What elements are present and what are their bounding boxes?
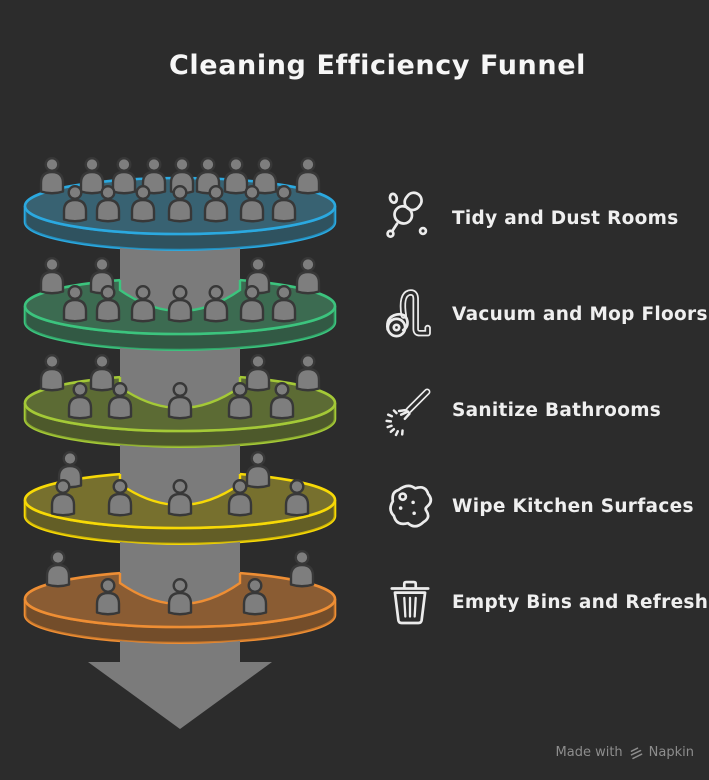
made-with-text: Made with: [555, 745, 623, 760]
scrub-brush-icon: [385, 388, 431, 437]
person-figure: [79, 156, 105, 195]
brand-text: Napkin: [648, 745, 694, 760]
step-label: Empty Bins and Refresh: [452, 591, 709, 613]
step-label: Sanitize Bathrooms: [452, 399, 662, 421]
person-figure: [295, 354, 321, 392]
vacuum-icon: [386, 289, 431, 338]
step-label: Tidy and Dust Rooms: [452, 207, 679, 229]
funnel-step-row-5: Empty Bins and Refresh: [383, 566, 708, 638]
funnel-step-row-3: Sanitize Bathrooms: [383, 374, 661, 446]
person-figure: [295, 156, 321, 195]
napkin-credit[interactable]: Made with Napkin: [556, 745, 694, 760]
step-label: Wipe Kitchen Surfaces: [452, 495, 694, 517]
person-figure: [111, 156, 137, 195]
person-figure: [223, 156, 249, 195]
funnel-step-row-4: Wipe Kitchen Surfaces: [383, 470, 694, 542]
person-figure: [245, 354, 271, 392]
napkin-logo-icon: [630, 746, 643, 759]
person-figure: [289, 550, 315, 588]
person-figure: [39, 156, 65, 195]
down-arrow: [88, 248, 272, 729]
person-figure: [89, 354, 115, 392]
trash-bin-icon: [390, 580, 430, 625]
person-figure: [39, 354, 65, 392]
duster-icon: [386, 191, 428, 239]
person-figure: [39, 257, 65, 295]
person-figure: [45, 550, 71, 588]
person-figure: [245, 451, 271, 489]
person-figure: [295, 257, 321, 295]
step-label: Vacuum and Mop Floors: [452, 303, 708, 325]
sponge-icon: [389, 484, 433, 528]
page-title: Cleaning Efficiency Funnel: [169, 50, 586, 81]
funnel-step-row-1: Tidy and Dust Rooms: [383, 182, 679, 254]
funnel-step-row-2: Vacuum and Mop Floors: [383, 278, 708, 350]
